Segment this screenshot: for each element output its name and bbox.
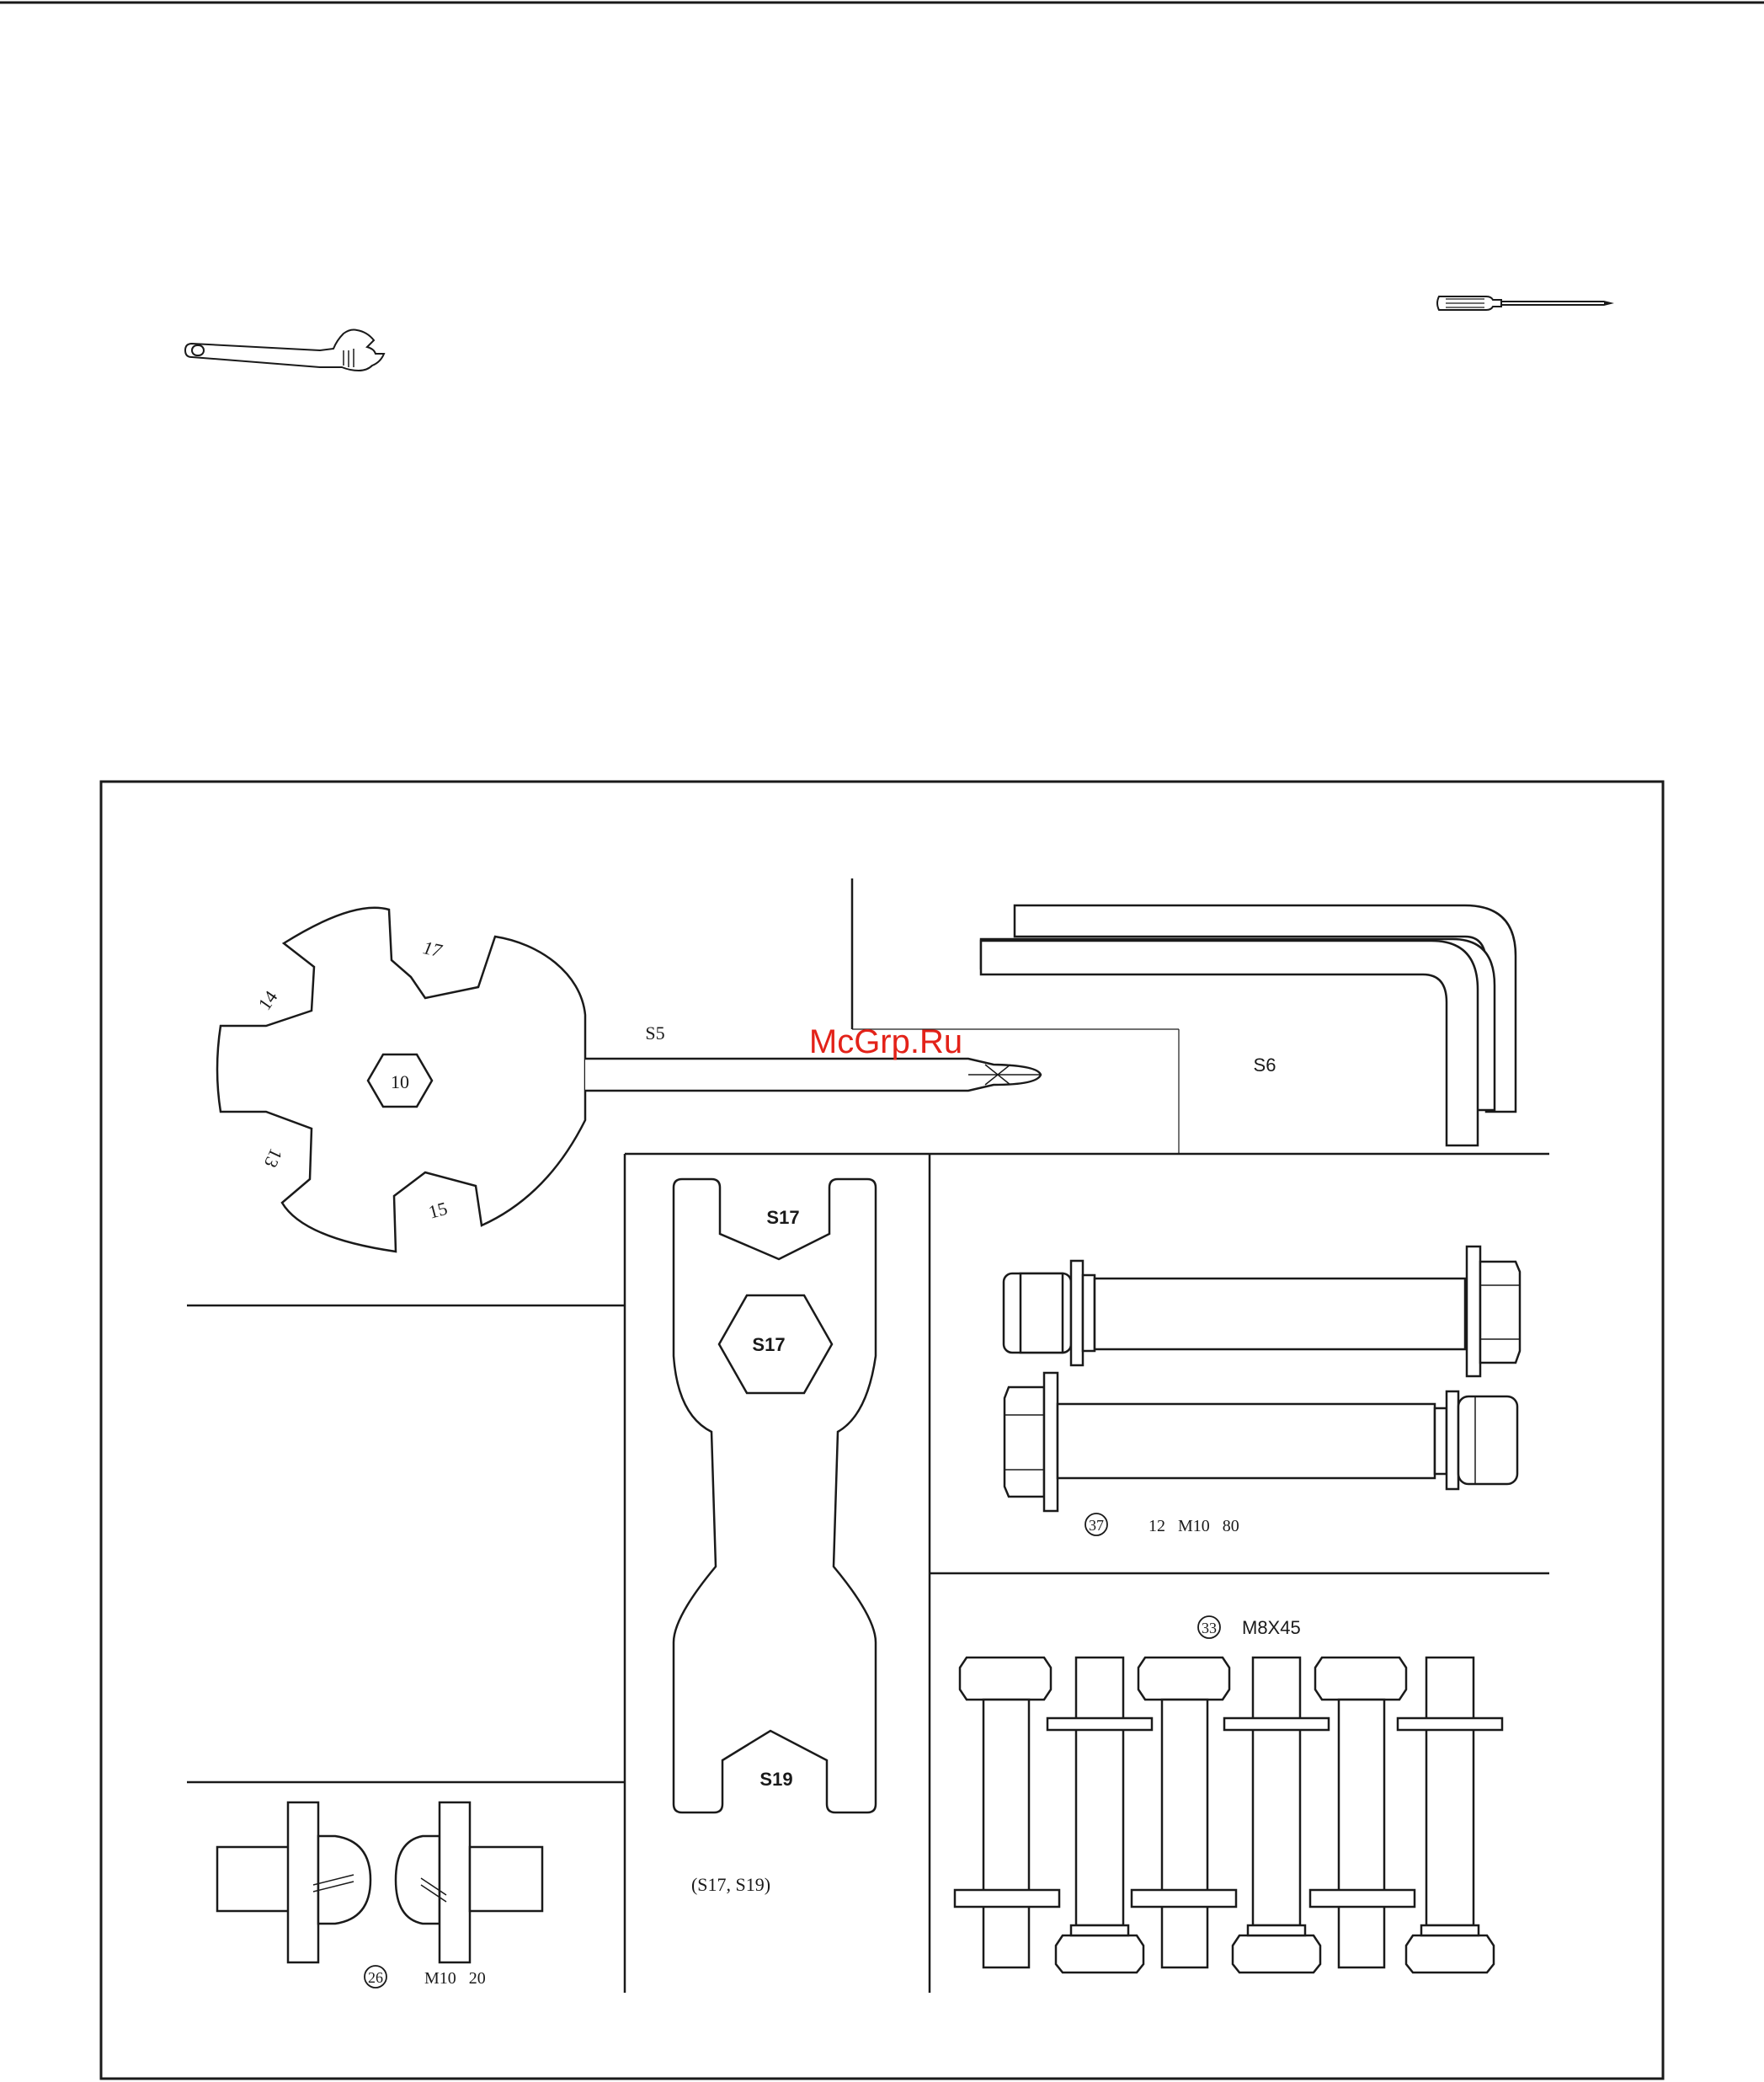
bolt-26-number: 26	[368, 1969, 383, 1986]
wrench-caption: (S17, S19)	[691, 1874, 770, 1895]
jaw-label-13: 13	[260, 1145, 287, 1172]
screwdriver-label: S5	[645, 1022, 664, 1044]
screwdriver-icon	[1437, 296, 1614, 310]
wrench-top-label: S17	[766, 1207, 799, 1228]
jaw-label-17: 17	[421, 937, 445, 961]
bolt-33-number: 33	[1202, 1620, 1217, 1636]
jaw-label-14: 14	[253, 987, 281, 1014]
adjustable-wrench-icon	[185, 330, 384, 371]
bolt-37-assembly: 37 12 M10 80	[1004, 1247, 1520, 1535]
center-hex-label: 10	[391, 1071, 409, 1092]
jaw-label-15: 15	[426, 1198, 450, 1223]
allen-keys: S6	[981, 905, 1516, 1145]
allen-key-label: S6	[1254, 1054, 1276, 1076]
wrench-bottom-label: S19	[759, 1769, 792, 1790]
bolt-37-spec: 12 M10 80	[1148, 1517, 1239, 1535]
multi-wrench-tool: 10 17 14 13 15 S5	[143, 889, 1041, 1252]
flat-wrench: S17 S17 S19 (S17, S19)	[674, 1179, 876, 1895]
bolt-33-spec: M8X45	[1242, 1617, 1301, 1638]
wrench-hex-label: S17	[752, 1334, 785, 1355]
bolt-33-assembly: 33 M8X45	[955, 1616, 1502, 1973]
watermark: McGrp.Ru	[809, 1023, 962, 1060]
bolt-26-assembly: 26 M10 20	[217, 1802, 542, 1988]
bolt-37-number: 37	[1089, 1517, 1104, 1534]
bolt-26-spec: M10 20	[424, 1969, 486, 1988]
